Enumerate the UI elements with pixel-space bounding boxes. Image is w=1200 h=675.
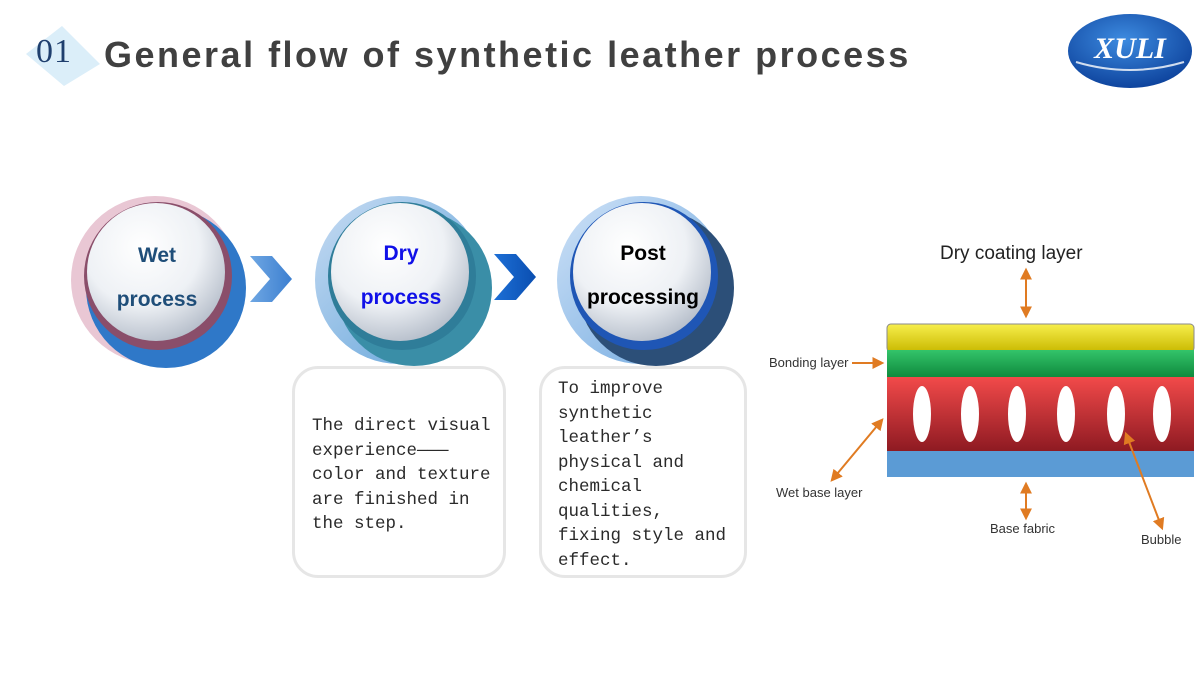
bubble: [961, 386, 979, 442]
chevron-right-icon: [250, 256, 292, 302]
dry-process-description-box: The direct visual experience——— color an…: [292, 366, 506, 578]
step-label-line2: processing: [586, 286, 700, 309]
step-label-line2: process: [360, 286, 442, 309]
post-processing-description: To improve synthetic leather’s physical …: [558, 379, 727, 571]
bonding-layer-label: Bonding layer: [769, 355, 849, 370]
step-label-line2: process: [116, 288, 198, 311]
xuli-logo: XULI: [1066, 12, 1194, 90]
step-label-line1: Wet: [137, 244, 177, 267]
base-fabric-layer: [887, 451, 1194, 477]
step-label-line1: Post: [620, 242, 666, 265]
dry-coating-layer: [886, 323, 1195, 353]
bubble: [1107, 386, 1125, 442]
dry-coating-layer-label: Dry coating layer: [940, 243, 1083, 264]
double-arrow-icon: [1123, 431, 1165, 531]
step-label-line1: Dry: [383, 242, 419, 265]
bubble: [913, 386, 931, 442]
wet-base-layer-label: Wet base layer: [776, 485, 863, 500]
double-arrow-icon: [830, 418, 884, 482]
slide-number-badge: [26, 26, 100, 86]
logo-text: XULI: [1093, 32, 1167, 65]
bonding-layer: [887, 350, 1194, 377]
bubble: [1008, 386, 1026, 442]
slide-number: 01: [36, 33, 72, 70]
step-post-processing: Post processing: [552, 192, 734, 374]
wet-base-layer: [887, 377, 1194, 451]
chevron-right-icon: [494, 254, 536, 300]
bubble: [1057, 386, 1075, 442]
bubble-label: Bubble: [1141, 532, 1182, 547]
base-fabric-label: Base fabric: [990, 521, 1056, 536]
post-processing-description-box: To improve synthetic leather’s physical …: [539, 366, 747, 578]
dry-process-description: The direct visual experience——— color an…: [312, 416, 491, 534]
leather-cross-section-diagram: [830, 267, 1195, 531]
step-dry-process: Dry process: [310, 192, 492, 374]
page-title: General flow of synthetic leather proces…: [104, 34, 911, 75]
step-wet-process: Wet process: [66, 192, 248, 374]
bubble: [1153, 386, 1171, 442]
